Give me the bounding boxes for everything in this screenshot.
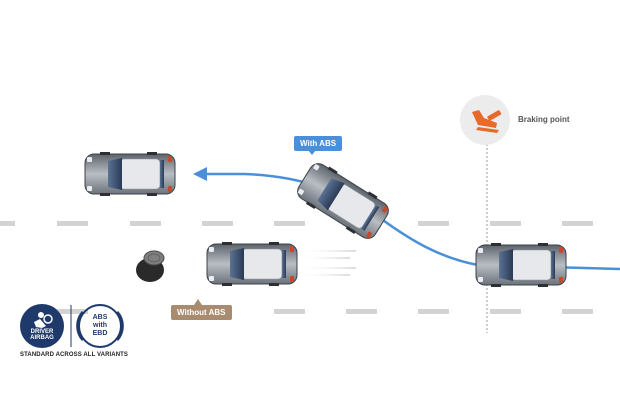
standard-variants-caption: STANDARD ACROSS ALL VARIANTS bbox=[20, 352, 129, 358]
abs-arrowhead bbox=[193, 167, 207, 181]
car-braking-point bbox=[475, 242, 567, 288]
with-abs-pointer bbox=[308, 150, 316, 155]
lane-marking-bottom bbox=[57, 309, 593, 314]
abs-ebd-line3: EBD bbox=[92, 330, 108, 337]
car-without-abs bbox=[206, 241, 298, 287]
car-final-abs bbox=[84, 151, 176, 197]
driver-airbag-badge bbox=[20, 304, 64, 348]
abs-ebd-text: ABS with EBD bbox=[85, 314, 115, 338]
without-abs-label: Without ABS bbox=[171, 305, 232, 320]
with-abs-label: With ABS bbox=[294, 136, 343, 151]
abs-ebd-line2: with bbox=[93, 322, 107, 329]
airbag-person-icon bbox=[34, 312, 53, 328]
driver-airbag-line1: DRIVER bbox=[30, 329, 54, 335]
abs-ebd-badge bbox=[76, 304, 124, 348]
abs-ebd-line1: ABS bbox=[92, 314, 108, 321]
without-abs-pointer bbox=[194, 299, 202, 305]
car-swerving-abs bbox=[292, 157, 394, 245]
driver-airbag-line2: AIRBAG bbox=[30, 335, 54, 341]
manhole-obstacle-icon bbox=[136, 250, 165, 282]
foot-brake-icon bbox=[460, 95, 510, 145]
braking-point-label: Braking point bbox=[518, 115, 570, 124]
lane-marking-top bbox=[0, 221, 593, 226]
driver-airbag-text: DRIVER AIRBAG bbox=[22, 329, 62, 341]
skid-marks bbox=[296, 250, 356, 276]
